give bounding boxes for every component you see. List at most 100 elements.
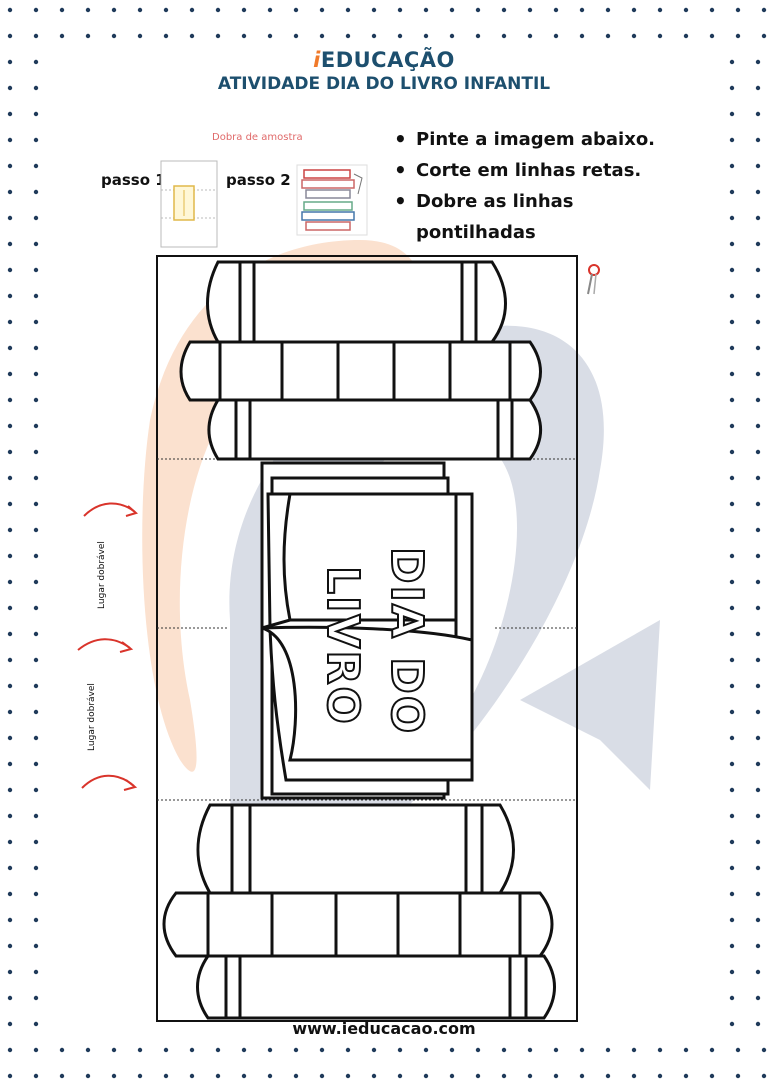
- border-dot: [7, 579, 13, 585]
- border-dot: [215, 1073, 221, 1079]
- border-dot: [423, 7, 429, 13]
- border-dot: [729, 839, 735, 845]
- border-dot: [729, 605, 735, 611]
- border-dot: [7, 1073, 13, 1079]
- border-dot: [33, 735, 39, 741]
- step-2-thumbnail: [296, 164, 368, 236]
- border-dot: [755, 501, 761, 507]
- instruction-item: Corte em linhas retas.: [392, 155, 662, 186]
- border-dot: [729, 995, 735, 1001]
- border-dot: [755, 839, 761, 845]
- border-dot: [7, 33, 13, 39]
- border-dot: [215, 33, 221, 39]
- border-dot: [137, 33, 143, 39]
- border-dot: [449, 7, 455, 13]
- step-2-label: passo 2: [226, 171, 291, 189]
- border-dot: [33, 267, 39, 273]
- border-dot: [7, 111, 13, 117]
- instruction-item: Pinte a imagem abaixo.: [392, 124, 662, 155]
- fold-label: Lugar dobrável: [97, 541, 107, 609]
- border-dot: [33, 761, 39, 767]
- border-dot: [33, 501, 39, 507]
- border-dot: [33, 787, 39, 793]
- border-dot: [755, 111, 761, 117]
- border-dot: [527, 1047, 533, 1053]
- instructions-list: Pinte a imagem abaixo. Corte em linhas r…: [392, 124, 662, 248]
- border-dot: [423, 1073, 429, 1079]
- border-dot: [755, 657, 761, 663]
- border-dot: [267, 1047, 273, 1053]
- border-dot: [755, 527, 761, 533]
- border-dot: [33, 943, 39, 949]
- arrow-icon: [77, 638, 131, 651]
- border-dot: [85, 7, 91, 13]
- border-dot: [33, 189, 39, 195]
- border-dot: [7, 1021, 13, 1027]
- border-dot: [59, 33, 65, 39]
- book-stack-top: [179, 260, 542, 461]
- border-dot: [267, 33, 273, 39]
- border-dot: [319, 1073, 325, 1079]
- border-dot: [215, 1047, 221, 1053]
- border-dot: [7, 553, 13, 559]
- border-dot: [657, 7, 663, 13]
- border-dot: [729, 813, 735, 819]
- border-dot: [163, 33, 169, 39]
- border-dot: [33, 111, 39, 117]
- border-dot: [631, 1047, 637, 1053]
- border-dot: [163, 1073, 169, 1079]
- border-dot: [293, 1073, 299, 1079]
- border-dot: [755, 943, 761, 949]
- border-dot: [7, 423, 13, 429]
- border-dot: [33, 683, 39, 689]
- border-dot: [501, 1073, 507, 1079]
- border-dot: [59, 7, 65, 13]
- border-dot: [657, 33, 663, 39]
- border-dot: [709, 1047, 715, 1053]
- border-dot: [729, 527, 735, 533]
- border-dot: [729, 267, 735, 273]
- border-dot: [7, 85, 13, 91]
- border-dot: [755, 475, 761, 481]
- border-dot: [755, 761, 761, 767]
- border-dot: [553, 1073, 559, 1079]
- border-dot: [33, 1047, 39, 1053]
- border-dot: [267, 7, 273, 13]
- fold-label: Lugar dobrável: [87, 683, 97, 751]
- border-dot: [605, 7, 611, 13]
- border-dot: [729, 865, 735, 871]
- border-dot: [137, 7, 143, 13]
- step-1-label: passo 1: [101, 171, 166, 189]
- border-dot: [729, 137, 735, 143]
- border-dot: [755, 449, 761, 455]
- border-dot: [59, 1073, 65, 1079]
- border-dot: [449, 1073, 455, 1079]
- border-dot: [33, 137, 39, 143]
- border-dot: [293, 33, 299, 39]
- border-dot: [7, 631, 13, 637]
- border-dot: [33, 891, 39, 897]
- border-dot: [729, 85, 735, 91]
- border-dot: [371, 7, 377, 13]
- border-dot: [7, 449, 13, 455]
- arrow-icon: [83, 502, 136, 517]
- border-dot: [111, 33, 117, 39]
- border-dot: [527, 7, 533, 13]
- border-dot: [33, 293, 39, 299]
- step-1-thumbnail: [160, 160, 218, 248]
- border-dot: [111, 1047, 117, 1053]
- border-dot: [729, 969, 735, 975]
- border-dot: [475, 7, 481, 13]
- border-dot: [267, 1073, 273, 1079]
- border-dot: [729, 917, 735, 923]
- page-header: iEDUCAÇÃO ATIVIDADE DIA DO LIVRO INFANTI…: [0, 48, 768, 94]
- border-dot: [755, 345, 761, 351]
- border-dot: [755, 917, 761, 923]
- border-dot: [7, 267, 13, 273]
- border-dot: [761, 33, 767, 39]
- border-dot: [7, 839, 13, 845]
- border-dot: [755, 59, 761, 65]
- border-dot: [33, 475, 39, 481]
- border-dot: [729, 631, 735, 637]
- border-dot: [85, 33, 91, 39]
